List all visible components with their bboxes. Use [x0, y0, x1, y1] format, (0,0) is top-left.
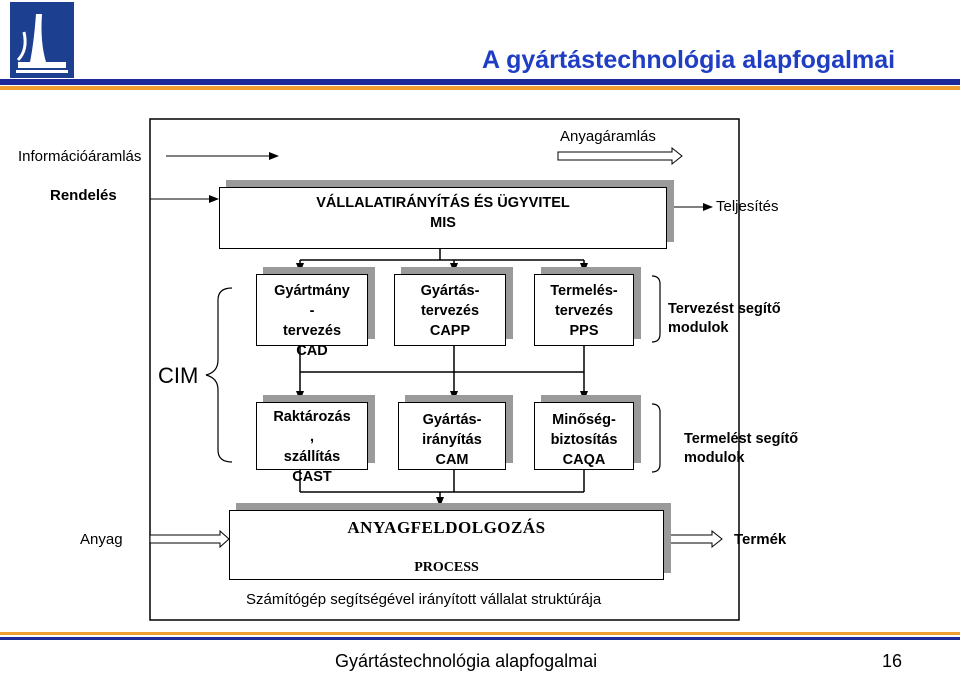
process-box: ANYAGFELDOLGOZÁS PROCESS: [229, 510, 664, 580]
pps-line-3: PPS: [569, 323, 599, 339]
caqa-line-2: biztosítás: [550, 432, 618, 448]
production-support-label: Termelést segítő modulok: [684, 431, 799, 466]
caqa-line-1: Minőség-: [552, 412, 616, 428]
cim-brace: [205, 287, 233, 463]
material-in-arrow: [149, 529, 230, 549]
cast-box: Raktározás , szállítás CAST: [256, 402, 368, 485]
cast-line-2: ,: [309, 429, 315, 445]
design-bracket: [651, 275, 661, 343]
header-rule-blue: [0, 79, 960, 85]
cam-line-1: Gyártás-: [422, 412, 482, 428]
process-title: ANYAGFELDOLGOZÁS: [347, 518, 546, 537]
information-flow-label: Információáramlás: [18, 148, 142, 165]
cast-line-3: szállítás: [283, 449, 341, 465]
mis-box: VÁLLALATIRÁNYÍTÁS ÉS ÜGYVITEL MIS: [219, 187, 667, 249]
fulfillment-label: Teljesítés: [716, 198, 779, 215]
caqa-box: Minőség- biztosítás CAQA: [534, 402, 634, 470]
mis-title: VÁLLALATIRÁNYÍTÁS ÉS ÜGYVITEL: [316, 195, 570, 211]
footer-rule-orange: [0, 632, 960, 635]
process-acronym: PROCESS: [414, 560, 479, 575]
pps-line-1: Termelés-: [550, 283, 618, 299]
pps-box: Termelés- tervezés PPS: [534, 274, 634, 346]
production-bracket: [651, 403, 661, 473]
material-flow-arrow: [557, 146, 683, 166]
cam-line-3: CAM: [435, 452, 469, 468]
footer-text: Gyártástechnológia alapfogalmai: [335, 651, 598, 671]
cad-box: Gyártmány - tervezés CAD: [256, 274, 368, 359]
cam-line-2: irányítás: [422, 432, 482, 448]
mis-acronym: MIS: [430, 215, 456, 231]
cast-line-1: Raktározás: [273, 409, 351, 425]
cad-line-4: CAD: [296, 343, 328, 359]
capp-line-3: CAPP: [429, 323, 471, 339]
order-label: Rendelés: [50, 187, 117, 204]
diagram-caption: Számítógép segítségével irányított válla…: [246, 591, 602, 608]
capp-box: Gyártás- tervezés CAPP: [394, 274, 506, 346]
caqa-line-3: CAQA: [562, 452, 606, 468]
header-rule-orange: [0, 86, 960, 90]
design-support-label: Tervezést segítő modulok: [668, 301, 781, 336]
capp-line-2: tervezés: [420, 303, 480, 319]
cast-line-4: CAST: [292, 469, 332, 485]
footer-rule-blue: [0, 637, 960, 640]
material-flow-label: Anyagáramlás: [560, 128, 656, 145]
product-out-arrow: [661, 529, 723, 549]
material-label: Anyag: [80, 531, 123, 548]
logo-icon: [10, 2, 74, 78]
enterprise-frame: [149, 118, 740, 621]
pps-line-2: tervezés: [554, 303, 614, 319]
capp-line-1: Gyártás-: [420, 283, 480, 299]
page-title: A gyártástechnológia alapfogalmai: [482, 46, 896, 74]
cad-line-1: Gyártmány: [274, 283, 350, 299]
cad-line-3: tervezés: [282, 323, 342, 339]
cim-label: CIM: [158, 363, 199, 388]
cam-box: Gyártás- irányítás CAM: [398, 402, 506, 470]
product-label: Termék: [734, 531, 787, 548]
cad-line-2: -: [309, 303, 315, 319]
page-number: 16: [882, 651, 903, 671]
